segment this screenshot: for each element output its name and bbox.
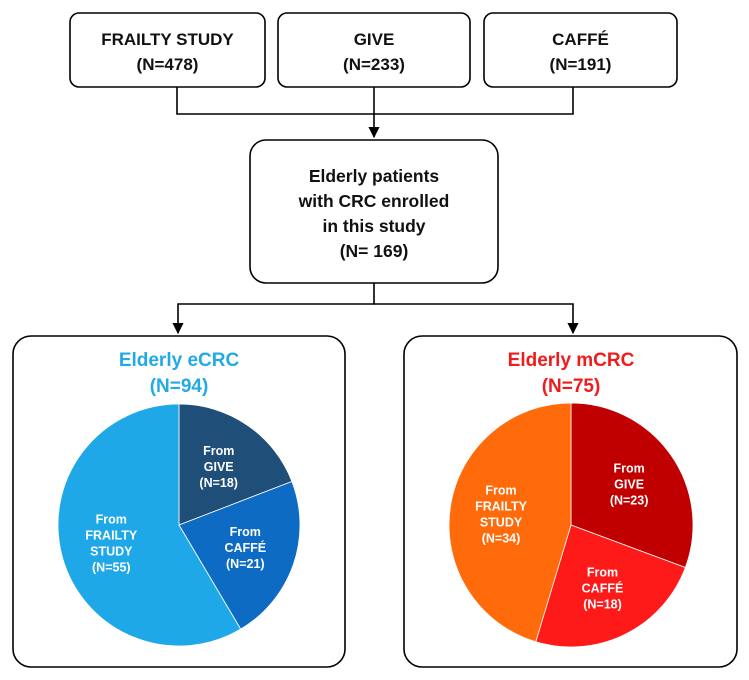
ecrc-title: Elderly eCRC	[119, 350, 240, 371]
enrolled-line: Elderly patients	[309, 166, 440, 186]
source-count: (N=191)	[550, 55, 612, 74]
source-name: GIVE	[354, 30, 395, 49]
slice-caffe	[178, 480, 301, 630]
source-name: CAFFÉ	[552, 30, 609, 49]
source-name: FRAILTY STUDY	[101, 30, 234, 49]
arrow-to-mcrc	[374, 303, 579, 335]
slice-give	[570, 402, 694, 569]
arrow-to-ecrc	[172, 283, 375, 335]
mcrc-count: (N=75)	[542, 376, 601, 397]
slice-frailty	[57, 403, 242, 647]
merge-connector	[176, 87, 574, 115]
source-box-caffe: CAFFÉ (N=191)	[483, 12, 678, 88]
slice-caffe	[535, 524, 686, 648]
enrolled-line: (N= 169)	[340, 241, 409, 261]
source-box-give: GIVE (N=233)	[277, 12, 471, 88]
source-box-frailty: FRAILTY STUDY (N=478)	[69, 12, 266, 88]
source-count: (N=233)	[343, 55, 405, 74]
enrolled-line: in this study	[322, 216, 425, 236]
slice-give	[178, 403, 293, 526]
ecrc-count: (N=94)	[150, 376, 209, 397]
source-count: (N=478)	[137, 55, 199, 74]
enrolled-box: Elderly patients with CRC enrolled in th…	[249, 139, 499, 284]
enrolled-line: with CRC enrolled	[298, 191, 450, 211]
mcrc-title: Elderly mCRC	[508, 350, 635, 371]
slice-frailty	[448, 402, 572, 643]
